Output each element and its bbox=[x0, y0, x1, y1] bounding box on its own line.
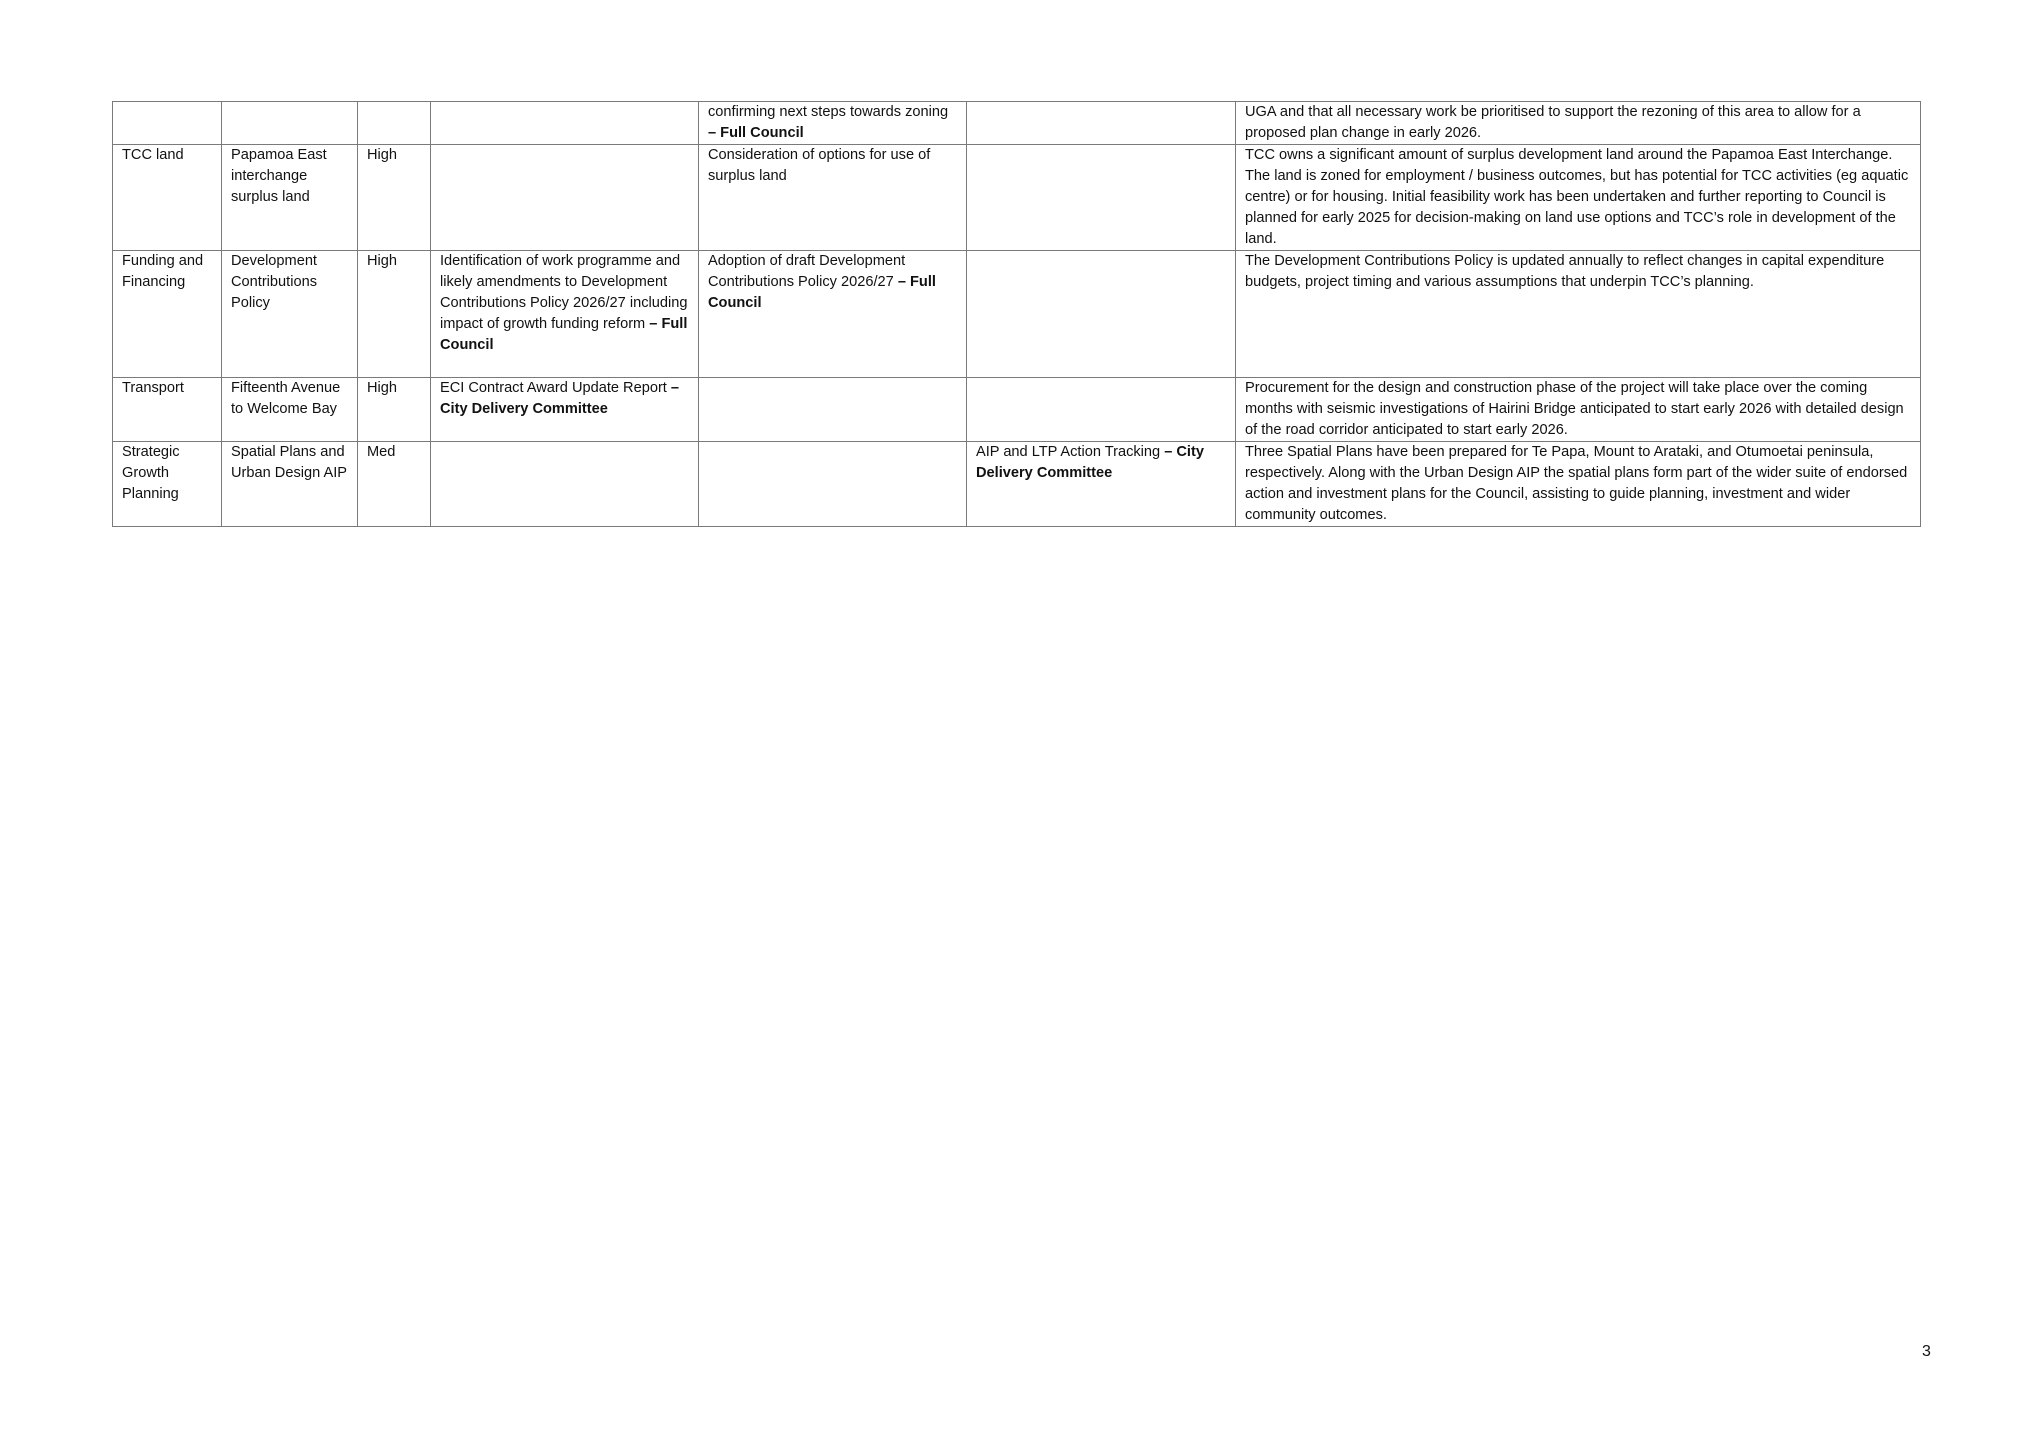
item-cell: Development Contributions Policy bbox=[221, 250, 358, 378]
comments-cell: The Development Contributions Policy is … bbox=[1235, 250, 1921, 378]
milestone-cell-5: Adoption of draft Development Contributi… bbox=[698, 250, 967, 378]
table-row: Funding and Financing Development Contri… bbox=[112, 250, 1921, 378]
item-cell: Fifteenth Avenue to Welcome Bay bbox=[221, 377, 358, 442]
area-cell: Funding and Financing bbox=[112, 250, 222, 378]
priority-cell: High bbox=[357, 250, 431, 378]
page-number: 3 bbox=[1922, 1343, 1931, 1360]
milestone-cell-4 bbox=[430, 441, 699, 527]
priority-cell: High bbox=[357, 377, 431, 442]
item-cell: Papamoa East interchange surplus land bbox=[221, 144, 358, 251]
milestone-cell-5: Consideration of options for use of surp… bbox=[698, 144, 967, 251]
area-cell: Strategic Growth Planning bbox=[112, 441, 222, 527]
comments-cell: TCC owns a significant amount of surplus… bbox=[1235, 144, 1921, 251]
milestone-cell-6 bbox=[966, 144, 1236, 251]
comments-cell: Procurement for the design and construct… bbox=[1235, 377, 1921, 442]
area-cell: Transport bbox=[112, 377, 222, 442]
milestone-cell-6 bbox=[966, 377, 1236, 442]
comments-cell: Three Spatial Plans have been prepared f… bbox=[1235, 441, 1921, 527]
priority-cell bbox=[357, 101, 431, 145]
table-row: Transport Fifteenth Avenue to Welcome Ba… bbox=[112, 377, 1921, 442]
priority-cell: Med bbox=[357, 441, 431, 527]
area-cell: TCC land bbox=[112, 144, 222, 251]
milestone-cell-4 bbox=[430, 101, 699, 145]
area-cell bbox=[112, 101, 222, 145]
table-row: TCC land Papamoa East interchange surplu… bbox=[112, 144, 1921, 251]
milestone-cell-5 bbox=[698, 441, 967, 527]
milestone-cell-4: ECI Contract Award Update Report – City … bbox=[430, 377, 699, 442]
priority-cell: High bbox=[357, 144, 431, 251]
milestone-cell-4 bbox=[430, 144, 699, 251]
document-table: confirming next steps towards zoning – F… bbox=[112, 101, 1921, 527]
milestone-cell-6 bbox=[966, 101, 1236, 145]
item-cell bbox=[221, 101, 358, 145]
milestone-cell-6: AIP and LTP Action Tracking – City Deliv… bbox=[966, 441, 1236, 527]
milestone-cell-4: Identification of work programme and lik… bbox=[430, 250, 699, 378]
item-cell: Spatial Plans and Urban Design AIP bbox=[221, 441, 358, 527]
comments-cell: UGA and that all necessary work be prior… bbox=[1235, 101, 1921, 145]
milestone-cell-6 bbox=[966, 250, 1236, 378]
milestone-cell-5: confirming next steps towards zoning – F… bbox=[698, 101, 967, 145]
table-row: Strategic Growth Planning Spatial Plans … bbox=[112, 441, 1921, 527]
milestone-cell-5 bbox=[698, 377, 967, 442]
table-row: confirming next steps towards zoning – F… bbox=[112, 101, 1921, 145]
